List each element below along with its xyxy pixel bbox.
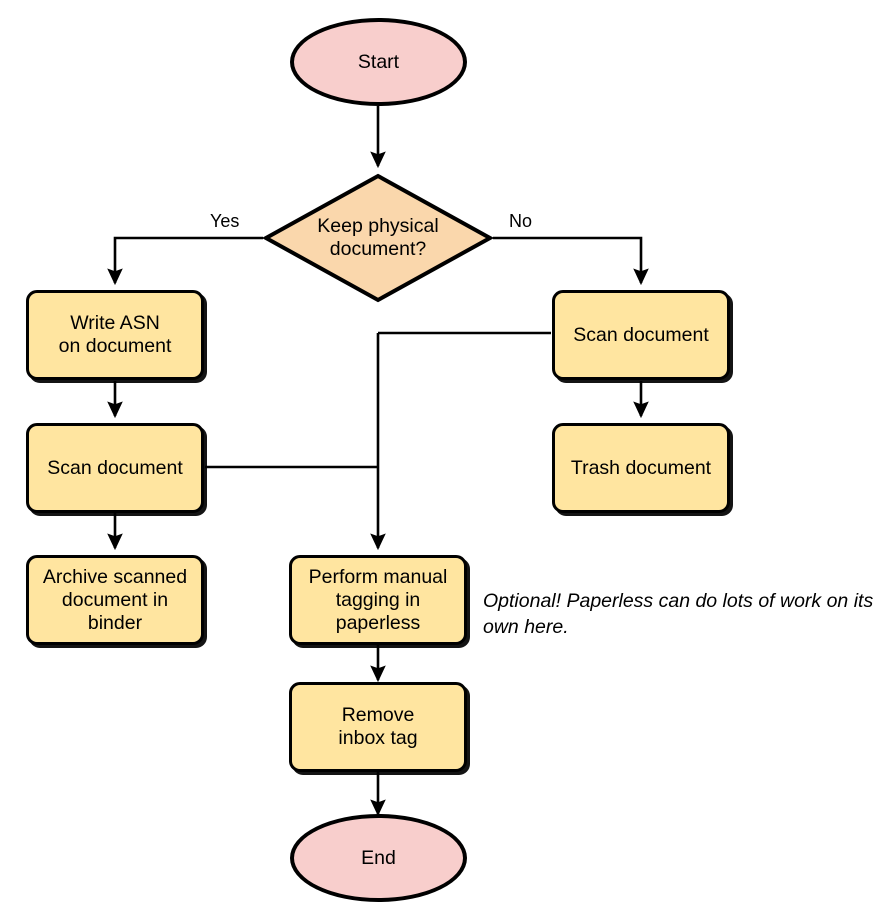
node-archive-binder-label: Archive scanned document in binder bbox=[42, 565, 188, 634]
node-end[interactable]: End bbox=[290, 814, 467, 902]
node-start[interactable]: Start bbox=[290, 18, 467, 106]
node-manual-tagging-label: Perform manual tagging in paperless bbox=[308, 565, 448, 634]
node-remove-inbox-tag-label: Remove inbox tag bbox=[338, 704, 418, 749]
edge-label-yes-text: Yes bbox=[210, 211, 240, 231]
edge-label-no: No bbox=[509, 211, 532, 232]
node-decision-label: Keep physical document? bbox=[317, 215, 439, 260]
node-scan-document-right-label: Scan document bbox=[573, 323, 709, 346]
annotation-optional-note: Optional! Paperless can do lots of work … bbox=[483, 589, 883, 640]
edge-label-no-text: No bbox=[509, 211, 533, 231]
edge-label-yes: Yes bbox=[210, 211, 239, 232]
node-archive-binder[interactable]: Archive scanned document in binder bbox=[26, 555, 204, 645]
node-end-label: End bbox=[361, 846, 396, 869]
node-start-label: Start bbox=[357, 50, 400, 73]
node-write-asn[interactable]: Write ASN on document bbox=[26, 290, 204, 380]
diamond-shape bbox=[261, 173, 495, 303]
node-trash-document-label: Trash document bbox=[570, 456, 712, 479]
annotation-optional-note-text: Optional! Paperless can do lots of work … bbox=[483, 590, 874, 638]
node-remove-inbox-tag[interactable]: Remove inbox tag bbox=[289, 682, 467, 772]
edge-decision-to-write-asn bbox=[107, 236, 263, 286]
node-scan-document-left-label: Scan document bbox=[47, 456, 183, 479]
node-trash-document[interactable]: Trash document bbox=[552, 423, 730, 513]
node-decision[interactable]: Keep physical document? bbox=[261, 173, 495, 303]
node-manual-tagging[interactable]: Perform manual tagging in paperless bbox=[289, 555, 467, 645]
node-scan-document-right[interactable]: Scan document bbox=[552, 290, 730, 380]
node-scan-document-left[interactable]: Scan document bbox=[26, 423, 204, 513]
node-write-asn-label: Write ASN on document bbox=[58, 312, 172, 357]
edge-decision-to-scan-right bbox=[493, 236, 649, 286]
